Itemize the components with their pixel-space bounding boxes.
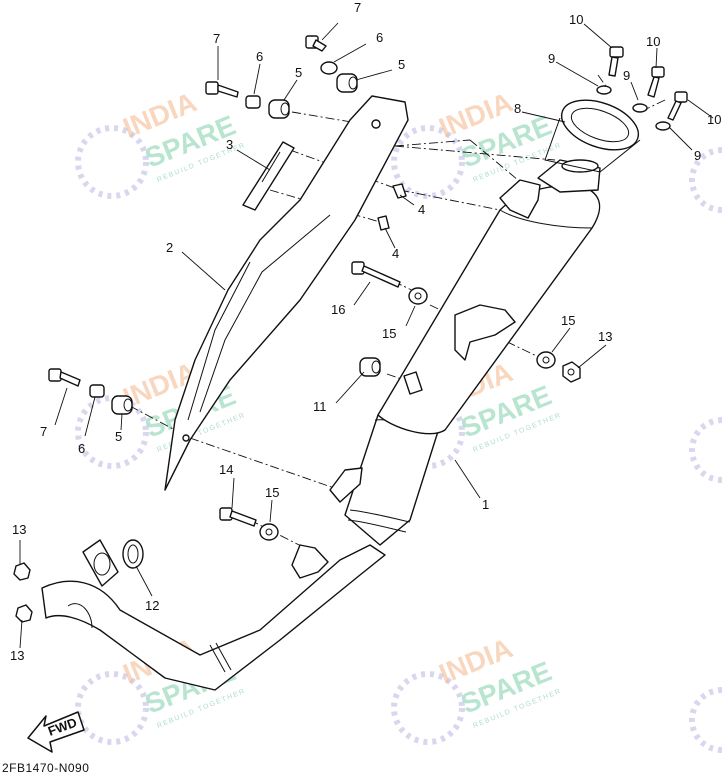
callout-4: 4 xyxy=(418,202,425,217)
damper-11 xyxy=(359,357,381,377)
callout-5: 5 xyxy=(398,57,405,72)
bolt-10-c xyxy=(667,91,688,121)
callout-13: 13 xyxy=(12,522,26,537)
bolt-7-top-left xyxy=(205,81,239,98)
callout-9: 9 xyxy=(548,51,555,66)
watermark-logo: INDIA SPARE REBUILD TOGETHER xyxy=(391,86,563,199)
nut-13-right xyxy=(562,361,581,383)
damper-5-top-left xyxy=(268,99,290,119)
collar-6-lower xyxy=(89,384,105,398)
callout-11: 11 xyxy=(313,399,327,414)
callout-15: 15 xyxy=(382,326,396,341)
watermark-logo: INDIA SPARE REBUILD TOGETHER xyxy=(75,86,247,199)
collar-6-top-left xyxy=(245,95,261,109)
callout-7: 7 xyxy=(40,424,47,439)
callout-5: 5 xyxy=(295,65,302,80)
bolt-10-a xyxy=(608,46,624,77)
callout-12: 12 xyxy=(145,598,159,613)
callout-4: 4 xyxy=(392,246,399,261)
leader-lines xyxy=(19,22,714,649)
callout-14: 14 xyxy=(219,462,233,477)
heat-protector xyxy=(164,95,409,491)
watermark-logo: INDIA SPARE REBUILD TOGETHER xyxy=(391,632,563,745)
collar-6-top-right xyxy=(320,61,338,75)
callout-8: 8 xyxy=(514,101,521,116)
damper-5-lower xyxy=(111,395,133,415)
nut-13-upper-left xyxy=(13,562,31,581)
callout-13: 13 xyxy=(10,648,24,663)
washer-15-upper xyxy=(408,287,428,305)
callout-9: 9 xyxy=(694,148,701,163)
nut-13-lower-left xyxy=(15,604,33,623)
exhaust-gasket xyxy=(122,539,144,569)
bolt-16 xyxy=(351,261,401,288)
bolt-10-b xyxy=(647,66,665,98)
callout-6: 6 xyxy=(376,30,383,45)
damper-5-top-right xyxy=(336,73,358,93)
washer-15-lower xyxy=(259,523,279,541)
callout-16: 16 xyxy=(331,302,345,317)
callout-3: 3 xyxy=(226,137,233,152)
fwd-arrow-icon: FWD xyxy=(27,711,85,753)
clip-4-upper xyxy=(392,183,407,199)
callout-7: 7 xyxy=(354,0,361,15)
protector-bracket xyxy=(242,141,295,211)
tail-cap xyxy=(544,99,641,173)
callout-6: 6 xyxy=(256,49,263,64)
bolt-7-top-right xyxy=(305,35,327,52)
callout-13: 13 xyxy=(598,329,612,344)
callout-15: 15 xyxy=(265,485,279,500)
clip-4-lower xyxy=(377,215,390,231)
callout-5: 5 xyxy=(115,429,122,444)
callout-9: 9 xyxy=(623,68,630,83)
washer-9-c xyxy=(655,121,671,131)
bolt-7-lower xyxy=(48,368,81,387)
callout-6: 6 xyxy=(78,441,85,456)
callout-10: 10 xyxy=(646,34,660,49)
bolt-14 xyxy=(219,507,257,527)
washer-9-b xyxy=(632,103,648,113)
diagram-code: 2FB1470-N090 xyxy=(2,761,89,775)
callout-10: 10 xyxy=(707,112,721,127)
callout-labels: 7 6 5 7 6 5 3 2 4 4 16 15 15 13 11 1 14 … xyxy=(10,0,721,663)
clip-nut xyxy=(403,371,423,395)
callout-10: 10 xyxy=(569,12,583,27)
callout-7: 7 xyxy=(213,31,220,46)
callout-15: 15 xyxy=(561,313,575,328)
exhaust-flange xyxy=(82,539,119,587)
muffler-assembly xyxy=(41,159,601,691)
washer-15-right xyxy=(536,351,556,369)
callout-2: 2 xyxy=(166,240,173,255)
washer-9-a xyxy=(596,85,612,95)
callout-1: 1 xyxy=(482,497,489,512)
